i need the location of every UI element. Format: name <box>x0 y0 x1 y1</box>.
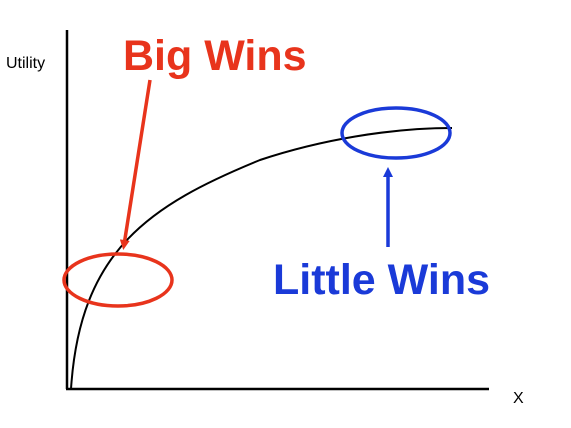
big-wins-arrow <box>119 79 152 250</box>
big-wins-label: Big Wins <box>123 32 307 80</box>
little-wins-ellipse <box>340 106 452 160</box>
big-wins-ellipse <box>62 252 174 308</box>
little-wins-label: Little Wins <box>273 256 490 304</box>
x-axis-label: X <box>513 390 524 407</box>
utility-curve <box>70 127 453 390</box>
y-axis-label: Utility <box>6 55 45 72</box>
